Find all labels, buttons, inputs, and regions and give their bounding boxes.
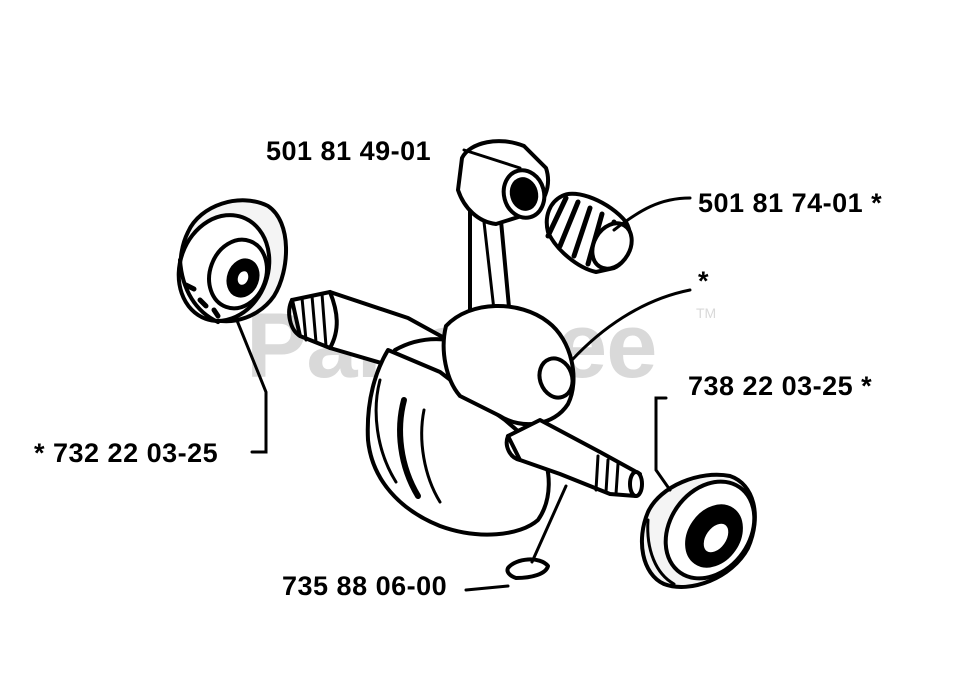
- right-ball-bearing: [640, 472, 757, 589]
- label-connecting-rod: 501 81 49-01: [266, 136, 432, 166]
- label-left-ball-bearing: * 732 22 03-25: [34, 438, 219, 468]
- label-needle-bearing: 501 81 74-01 *: [698, 188, 883, 218]
- watermark-trademark: TM: [696, 305, 717, 321]
- leader-left-bearing: [234, 316, 268, 454]
- leader-key-label: [464, 584, 510, 592]
- left-ball-bearing: [176, 198, 289, 324]
- right-shaft: [504, 418, 644, 498]
- label-right-ball-bearing: 738 22 03-25 *: [688, 371, 873, 401]
- leader-needle-bearing: [612, 196, 692, 232]
- label-woodruff-key: 735 88 06-00: [282, 571, 448, 601]
- connecting-rod: [441, 139, 576, 427]
- leader-right-bearing: [654, 396, 672, 492]
- label-crank-marker: *: [698, 266, 710, 296]
- leader-crank-marker: [570, 288, 692, 362]
- needle-bearing: [544, 191, 634, 274]
- leader-woodruff-key: [530, 484, 568, 564]
- woodruff-key: [505, 557, 550, 580]
